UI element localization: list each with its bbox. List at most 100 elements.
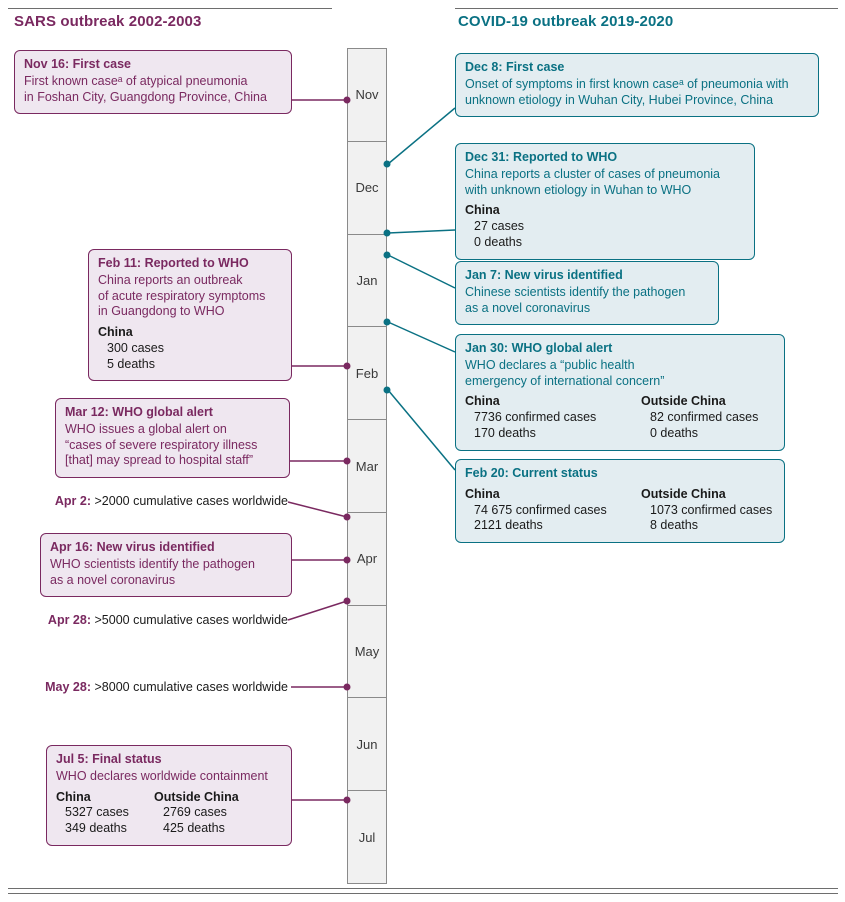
event-title: Final status — [92, 752, 162, 766]
milestone-date: Apr 28: — [47, 613, 91, 627]
dot-sars-nov16 — [343, 96, 351, 104]
dot-sars-apr16 — [343, 556, 351, 564]
stat-group-china: China 74 675 confirmed cases 2121 deaths — [465, 487, 641, 534]
dot-sars-mar12 — [343, 457, 351, 465]
stat-label: China — [465, 394, 500, 409]
dot-sars-feb11 — [343, 362, 351, 370]
event-covid-first-case: Dec 8: First case Onset of symptoms in f… — [455, 53, 819, 118]
event-date: Feb 20: — [465, 466, 509, 480]
covid-timeline-dots — [383, 160, 391, 394]
stat-label: China — [56, 789, 91, 804]
event-body: WHO declares worldwide containment — [56, 768, 268, 783]
milestone-sars-apr28: Apr 28: >5000 cumulative cases worldwide — [0, 613, 288, 627]
milestone-sars-apr2: Apr 2: >2000 cumulative cases worldwide — [0, 494, 288, 508]
stat-cases: 74 675 confirmed cases — [474, 502, 607, 517]
milestone-date: Apr 2: — [54, 494, 91, 508]
event-covid-reported-to-who: Dec 31: Reported to WHO China reports a … — [455, 143, 755, 260]
stat-group-outside-china: Outside China 82 confirmed cases 0 death… — [641, 394, 758, 441]
sars-column-title: SARS outbreak 2002-2003 — [14, 13, 202, 30]
stat-cases: 27 cases — [474, 219, 525, 233]
event-date: Mar 12: — [65, 405, 109, 419]
stat-group-china: China 5327 cases 349 deaths — [56, 790, 154, 837]
stat-label: China — [465, 486, 500, 501]
event-stats: China 300 cases 5 deaths — [98, 325, 282, 372]
dot-covid-dec8 — [383, 160, 391, 168]
event-heading: Feb 20: Current status — [465, 466, 775, 482]
connector-sars-apr28 — [287, 600, 348, 621]
event-title: First case — [72, 57, 132, 71]
milestone-sars-may28: May 28: >8000 cumulative cases worldwide — [0, 680, 288, 694]
event-stats: China 7736 confirmed cases 170 deaths Ou… — [465, 394, 775, 441]
stat-deaths: 8 deaths — [650, 518, 698, 533]
stat-group-china: China 27 cases 0 deaths — [465, 203, 524, 250]
event-covid-global-alert: Jan 30: WHO global alert WHO declares a … — [455, 334, 785, 451]
event-body: First known caseᵃ of atypical pneumonia … — [24, 73, 267, 104]
event-covid-new-virus: Jan 7: New virus identified Chinese scie… — [455, 261, 719, 326]
event-date: Nov 16: — [24, 57, 70, 71]
stat-deaths: 5 deaths — [107, 356, 155, 371]
stat-group-china: China 300 cases 5 deaths — [98, 325, 164, 372]
event-date: Jan 30: — [465, 341, 509, 355]
event-title: Current status — [512, 466, 598, 480]
event-date: Jul 5: — [56, 752, 89, 766]
timeline-month-jun: Jun — [347, 697, 387, 792]
stat-cases: 7736 confirmed cases — [474, 410, 597, 424]
bottom-rule-lower — [8, 893, 838, 894]
sars-connectors — [287, 99, 348, 801]
event-heading: Jan 30: WHO global alert — [465, 341, 775, 357]
event-body: China reports a cluster of cases of pneu… — [465, 166, 720, 197]
stat-cases: 1073 confirmed cases — [650, 502, 773, 517]
event-heading: Dec 8: First case — [465, 60, 809, 76]
stat-deaths: 425 deaths — [163, 821, 225, 835]
stat-deaths: 2121 deaths — [474, 518, 543, 533]
right-top-rule — [455, 8, 838, 9]
event-sars-global-alert: Mar 12: WHO global alert WHO issues a gl… — [55, 398, 290, 478]
stat-cases: 2769 cases — [163, 805, 227, 820]
event-title: Reported to WHO — [512, 150, 618, 164]
connector-covid-feb20 — [387, 389, 456, 471]
milestone-text: >5000 cumulative cases worldwide — [94, 613, 288, 627]
event-title: WHO global alert — [511, 341, 613, 355]
timeline-month-jan: Jan — [347, 233, 387, 328]
event-body: WHO declares a “public health emergency … — [465, 357, 665, 388]
event-sars-first-case: Nov 16: First case First known caseᵃ of … — [14, 50, 292, 115]
stat-deaths: 170 deaths — [474, 425, 536, 440]
event-heading: Apr 16: New virus identified — [50, 540, 282, 556]
dot-sars-apr28 — [343, 597, 351, 605]
event-body: Chinese scientists identify the pathogen… — [465, 284, 686, 315]
timeline-month-may: May — [347, 604, 387, 699]
event-title: First case — [506, 60, 565, 74]
dot-covid-jan7 — [383, 251, 391, 259]
stat-cases: 5327 cases — [65, 805, 129, 820]
connector-covid-dec31 — [387, 229, 456, 234]
event-stats: China 27 cases 0 deaths — [465, 203, 745, 250]
event-date: Apr 16: — [50, 540, 94, 554]
event-body: China reports an outbreak of acute respi… — [98, 272, 266, 319]
stat-label: Outside China — [154, 789, 239, 804]
timeline-month-mar: Mar — [347, 419, 387, 513]
milestone-text: >8000 cumulative cases worldwide — [94, 680, 288, 694]
event-title: New virus identified — [504, 268, 623, 282]
event-date: Feb 11: — [98, 256, 142, 270]
milestone-text: >2000 cumulative cases worldwide — [94, 494, 288, 508]
covid-connectors — [387, 107, 456, 471]
event-stats: China 74 675 confirmed cases 2121 deaths… — [465, 487, 775, 534]
event-title: WHO global alert — [112, 405, 213, 419]
connector-sars-apr2 — [287, 501, 348, 518]
stat-cases: 300 cases — [107, 340, 164, 355]
event-title: New virus identified — [96, 540, 215, 554]
milestone-date: May 28: — [45, 680, 91, 694]
dot-covid-feb20 — [383, 386, 391, 394]
connector-covid-jan7 — [387, 254, 456, 289]
dot-covid-jan30 — [383, 318, 391, 326]
event-date: Dec 31: — [465, 150, 510, 164]
stat-label: Outside China — [641, 394, 726, 409]
stat-cases: 82 confirmed cases — [650, 410, 759, 424]
connector-covid-jan30 — [387, 321, 456, 353]
timeline-column: Nov Dec Jan Feb Mar Apr May Jun Jul — [347, 48, 387, 885]
event-heading: Jul 5: Final status — [56, 752, 282, 768]
bottom-rule-upper — [8, 888, 838, 889]
stat-label: China — [465, 203, 500, 218]
stat-deaths: 0 deaths — [650, 425, 698, 440]
